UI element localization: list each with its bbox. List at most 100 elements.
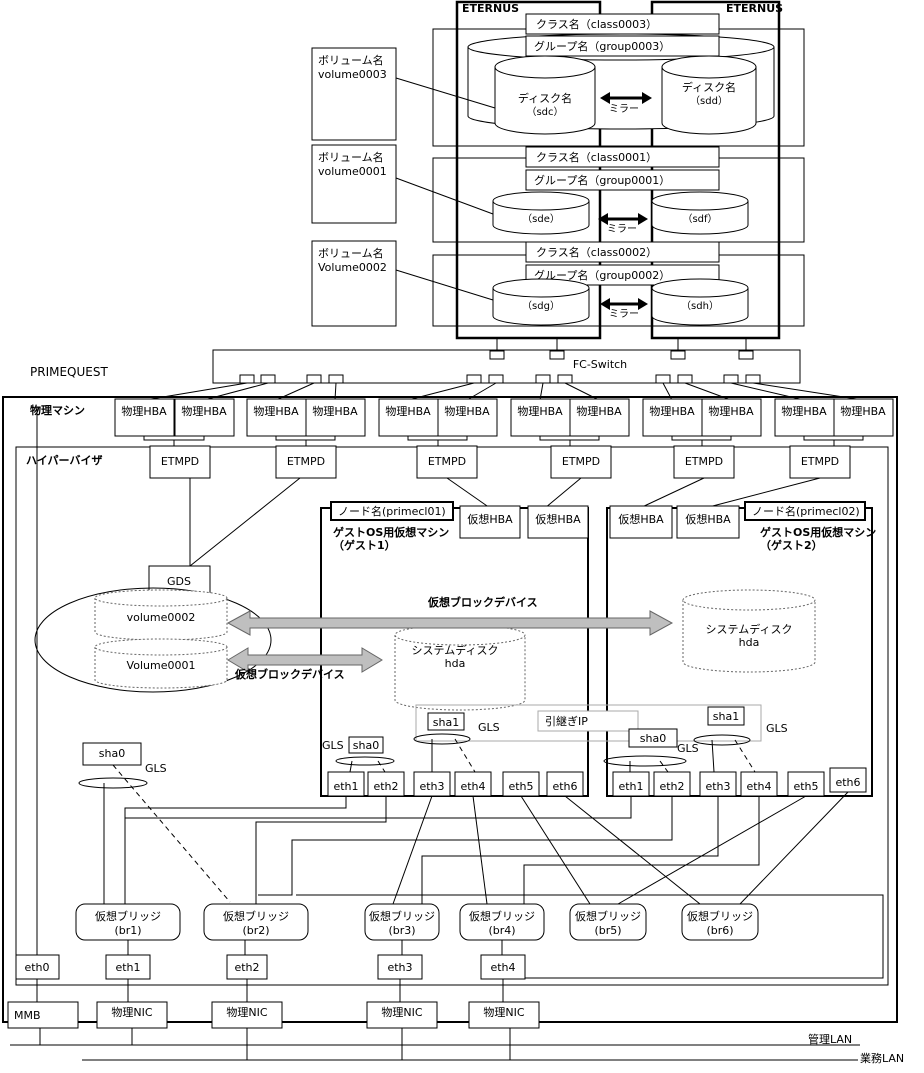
mmb-label: MMB [14,1009,41,1022]
takeover-ip-box [537,710,639,732]
takeover-ip-region [415,704,762,742]
guest1-vhba-2 [527,505,589,539]
group0002-label: グループ名（group0002） [534,268,670,282]
fc-switch [212,349,801,384]
class0003-box [525,13,720,35]
class0002-label: クラス名（class0002） [536,245,657,259]
guest2-subtitle: （ゲスト2） [760,538,823,552]
physical-machine-frame [2,396,898,1023]
svg-text:(br1): (br1) [114,924,141,937]
disk-sdg: （sdg） [492,278,590,326]
svg-text:（sdc）: （sdc） [526,106,563,118]
svg-text:物理NIC: 物理NIC [111,1005,152,1019]
class0001-label: クラス名（class0001） [536,150,657,164]
svg-text:Volume0001: Volume0001 [127,659,196,672]
class0001-box [525,146,720,168]
svg-text:ミラー: ミラー [609,308,639,320]
svg-text:（sdg）: （sdg） [522,300,560,312]
svg-text:eth2: eth2 [373,780,398,793]
volume0001-name: volume0001 [318,165,387,178]
svg-text:仮想ブリッジ: 仮想ブリッジ [369,909,435,923]
svg-text:物理HBA: 物理HBA [253,404,299,418]
bridge-row: 仮想ブリッジ (br1) 仮想ブリッジ (br2) 仮想ブリッジ (br3) 仮… [75,903,759,941]
guest2-gls-sha0: GLS [677,742,699,755]
svg-text:物理NIC: 物理NIC [483,1005,524,1019]
svg-text:物理NIC: 物理NIC [226,1005,267,1019]
group0001-box [525,169,720,191]
svg-text:物理HBA: 物理HBA [649,404,695,418]
eternus-right-label: ETERNUS [726,2,783,15]
svg-text:eth4: eth4 [746,780,771,793]
svg-text:仮想ブリッジ: 仮想ブリッジ [575,909,641,923]
mirror-arrow-0003: ミラー [600,92,652,115]
svg-text:システムディスク: システムディスク [412,643,499,657]
volume0002-name: Volume0002 [318,261,387,274]
hba-etmpd-links [143,436,864,447]
svg-text:eth6: eth6 [552,780,577,793]
group0001-label: グループ名（group0001） [534,173,670,187]
svg-text:volume0002: volume0002 [127,611,196,624]
guest1-gls-sha1: GLS [478,721,500,734]
etmpd-row: ETMPD ETMPD ETMPD ETMPD ETMPD ETMPD [149,445,851,479]
svg-text:（sde）: （sde） [522,213,560,225]
vblock-label-guest1: 仮想ブロックデバイス [234,667,345,681]
svg-text:（sdh）: （sdh） [681,300,719,312]
svg-text:物理HBA: 物理HBA [708,404,754,418]
svg-text:物理HBA: 物理HBA [576,404,622,418]
svg-text:eth6: eth6 [835,776,860,789]
guest1-subtitle: （ゲスト1） [333,538,396,552]
svg-text:仮想ブリッジ: 仮想ブリッジ [687,909,753,923]
svg-text:eth3: eth3 [705,780,730,793]
svg-text:eth4: eth4 [490,961,515,974]
svg-text:eth1: eth1 [618,780,643,793]
volume0003-name: volume0003 [318,68,387,81]
fc-switch-label: FC-Switch [573,358,627,371]
svg-text:仮想HBA: 仮想HBA [685,512,731,526]
svg-text:sha0: sha0 [353,739,379,752]
node2-box [744,501,866,521]
svg-text:ミラー: ミラー [607,223,637,235]
nic-3 [366,1001,438,1029]
primequest-label: PRIMEQUEST [30,365,108,379]
host-sha0 [82,742,142,766]
disk-sdh: （sdh） [651,278,749,326]
nic-2 [211,1001,283,1029]
group0002-box [525,264,720,286]
class0003-label: クラス名（class0003） [536,17,657,31]
svg-text:物理HBA: 物理HBA [181,404,227,418]
vblock-label-guest2: 仮想ブロックデバイス [427,595,538,609]
eternus-left-label: ETERNUS [462,2,519,15]
admin-lan-label: 管理LAN [808,1032,852,1046]
volume0001-box [311,144,397,224]
svg-text:物理HBA: 物理HBA [385,404,431,418]
guest2-gls-sha1: GLS [766,722,788,735]
svg-text:仮想ブリッジ: 仮想ブリッジ [223,909,289,923]
svg-text:ETMPD: ETMPD [562,455,600,468]
svg-text:eth1: eth1 [333,780,358,793]
physical-hba-row: 物理HBA 物理HBA 物理HBA 物理HBA 物理HBA 物理HBA 物理HB… [114,398,894,437]
svg-text:ディスク名: ディスク名 [682,80,736,94]
svg-text:物理HBA: 物理HBA [517,404,563,418]
svg-text:仮想ブリッジ: 仮想ブリッジ [95,909,161,923]
svg-text:ETMPD: ETMPD [801,455,839,468]
svg-text:物理HBA: 物理HBA [840,404,886,418]
guest2-title: ゲストOS用仮想マシン [760,525,876,539]
guest1-title: ゲストOS用仮想マシン [333,525,449,539]
guest1-vhba-1 [459,505,521,539]
nic-1 [96,1001,168,1029]
guest2-vhba-2 [676,505,740,539]
svg-text:sha0: sha0 [99,747,125,760]
host-volume-ellipse [34,587,272,693]
svg-text:eth3: eth3 [387,961,412,974]
svg-text:hda: hda [445,657,466,670]
svg-text:ETMPD: ETMPD [161,455,199,468]
guest2-sha0 [628,728,678,748]
node1-box [330,501,454,521]
network-wiring [36,407,884,979]
svg-text:物理NIC: 物理NIC [381,1005,422,1019]
disk-sde: （sde） [492,191,590,235]
svg-text:物理HBA: 物理HBA [121,404,167,418]
host-volume0002: volume0002 [94,589,228,641]
svg-text:hda: hda [739,636,760,649]
